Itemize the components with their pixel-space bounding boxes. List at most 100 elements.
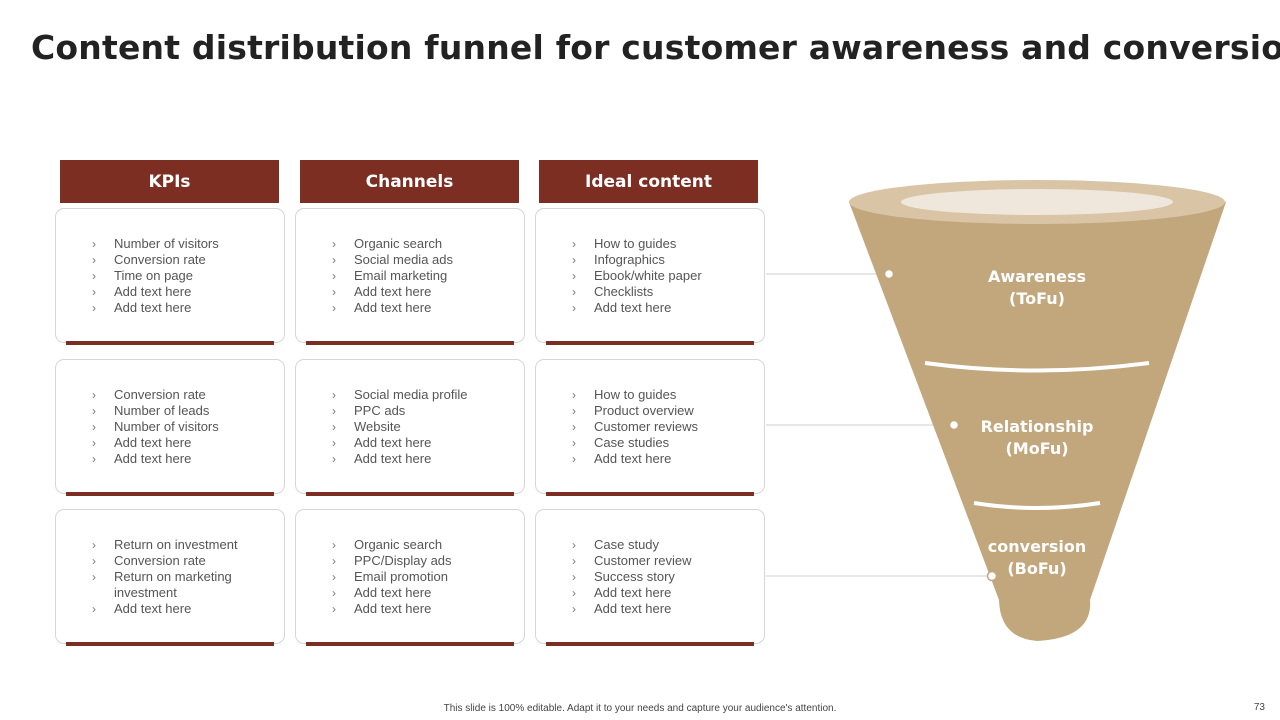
chevron-right-icon: ›	[572, 388, 576, 402]
list-item: ›Social media profile	[332, 387, 516, 403]
chevron-right-icon: ›	[572, 404, 576, 418]
funnel-divider-1	[924, 361, 1150, 373]
list-item-text: Organic search	[354, 537, 443, 552]
list-item-text: Add text here	[594, 585, 672, 600]
list-item: ›Number of visitors	[92, 236, 276, 252]
list-item: ›Email promotion	[332, 569, 516, 585]
chevron-right-icon: ›	[332, 452, 336, 466]
list-item-text: Add text here	[114, 300, 192, 315]
slide-title: Content distribution funnel for customer…	[31, 28, 1280, 67]
list-item-text: Time on page	[114, 268, 194, 283]
chevron-right-icon: ›	[92, 388, 96, 402]
chevron-right-icon: ›	[332, 301, 336, 315]
column-header-kpis: KPIs	[60, 160, 279, 203]
list-item-text: How to guides	[594, 236, 677, 251]
card-ideal-content-row-1: ›How to guides›Infographics›Ebook/white …	[535, 208, 765, 345]
chevron-right-icon: ›	[572, 436, 576, 450]
chevron-right-icon: ›	[332, 554, 336, 568]
chevron-right-icon: ›	[92, 436, 96, 450]
list-item-text: Conversion rate	[114, 553, 206, 568]
card-accent-bar	[66, 492, 274, 496]
list-item: ›Add text here	[332, 435, 516, 451]
chevron-right-icon: ›	[332, 586, 336, 600]
list-item: ›Add text here	[572, 451, 756, 467]
chevron-right-icon: ›	[92, 269, 96, 283]
card-accent-bar	[546, 642, 754, 646]
card-kpis-row-3: ›Return on investment›Conversion rate›Re…	[55, 509, 285, 646]
connector-dot-tofu	[883, 268, 895, 280]
list-item-text: Add text here	[594, 300, 672, 315]
bullet-list: ›How to guides›Infographics›Ebook/white …	[572, 236, 756, 316]
list-item: › Add text here	[572, 585, 756, 601]
list-item: ›PPC ads	[332, 403, 516, 419]
connector-dot-bofu	[986, 570, 998, 582]
list-item: › Social media ads	[332, 252, 516, 268]
list-item: ›Conversion rate	[92, 252, 276, 268]
chevron-right-icon: ›	[572, 602, 576, 616]
list-item-text: Add text here	[114, 435, 192, 450]
list-item: ›Number of visitors	[92, 419, 276, 435]
list-item: ›Add text here	[92, 601, 276, 617]
chevron-right-icon: ›	[332, 269, 336, 283]
chevron-right-icon: ›	[332, 253, 336, 267]
list-item-text: PPC ads	[354, 403, 406, 418]
bullet-list: ›Organic search›Social media ads›Email m…	[332, 236, 516, 316]
list-item-text: Social media ads	[354, 252, 453, 267]
card-accent-bar	[306, 492, 514, 496]
chevron-right-icon: ›	[572, 586, 576, 600]
funnel-stage-mofu-label: Relationship (MoFu)	[957, 416, 1117, 460]
chevron-right-icon: ›	[572, 452, 576, 466]
list-item: ›Number of leads	[92, 403, 276, 419]
chevron-right-icon: ›	[332, 602, 336, 616]
bullet-list: ›Number of visitors›Conversion rate› Time…	[92, 236, 276, 316]
card-accent-bar	[66, 341, 274, 345]
chevron-right-icon: ›	[332, 420, 336, 434]
card-ideal-content-row-2: ›How to guides›Product overview›Customer…	[535, 359, 765, 496]
bullet-list: ›Return on investment›Conversion rate›Re…	[92, 537, 276, 617]
list-item: ›Add text here	[572, 601, 756, 617]
list-item: ›Case studies	[572, 435, 756, 451]
list-item-text: Conversion rate	[114, 387, 206, 402]
connector-dot-mofu	[948, 419, 960, 431]
chevron-right-icon: ›	[92, 420, 96, 434]
list-item: › Add text here	[332, 451, 516, 467]
chevron-right-icon: ›	[332, 388, 336, 402]
chevron-right-icon: ›	[92, 452, 96, 466]
stage-name: conversion	[987, 537, 1087, 556]
chevron-right-icon: ›	[572, 554, 576, 568]
list-item: › PPC/Display ads	[332, 553, 516, 569]
chevron-right-icon: ›	[332, 436, 336, 450]
card-accent-bar	[66, 642, 274, 646]
list-item: ›Checklists	[572, 284, 756, 300]
list-item-text: Add text here	[354, 451, 432, 466]
list-item-text: Product overview	[594, 403, 694, 418]
chevron-right-icon: ›	[92, 570, 96, 584]
bullet-list: › Organic search › PPC/Display ads›Email pr…	[332, 537, 516, 617]
card-accent-bar	[546, 341, 754, 345]
list-item-text: Website	[354, 419, 401, 434]
funnel-top-opening	[901, 189, 1173, 215]
list-item-text: Case study	[594, 537, 660, 552]
chevron-right-icon: ›	[572, 570, 576, 584]
list-item-text: Email marketing	[354, 268, 448, 283]
list-item-text: Success story	[594, 569, 675, 584]
list-item-text: Number of leads	[114, 403, 210, 418]
funnel-body	[849, 202, 1226, 641]
chevron-right-icon: ›	[572, 538, 576, 552]
list-item-text: Add text here	[354, 585, 432, 600]
list-item-text: Customer review	[594, 553, 692, 568]
list-item: ›Add text here	[92, 284, 276, 300]
list-item: ›Customer reviews	[572, 419, 756, 435]
card-accent-bar	[546, 492, 754, 496]
list-item: › Add text here	[92, 435, 276, 451]
bullet-list: ›Conversion rate›Number of leads›Number …	[92, 387, 276, 467]
list-item-text: PPC/Display ads	[354, 553, 452, 568]
chevron-right-icon: ›	[572, 420, 576, 434]
chevron-right-icon: ›	[572, 237, 576, 251]
bullet-list: ›How to guides›Product overview›Customer…	[572, 387, 756, 467]
list-item: › Website	[332, 419, 516, 435]
card-channels-row-1: ›Organic search›Social media ads›Email m…	[295, 208, 525, 345]
card-channels-row-3: › Organic search › PPC/Display ads›Email pr…	[295, 509, 525, 646]
list-item-text: Add text here	[114, 284, 192, 299]
